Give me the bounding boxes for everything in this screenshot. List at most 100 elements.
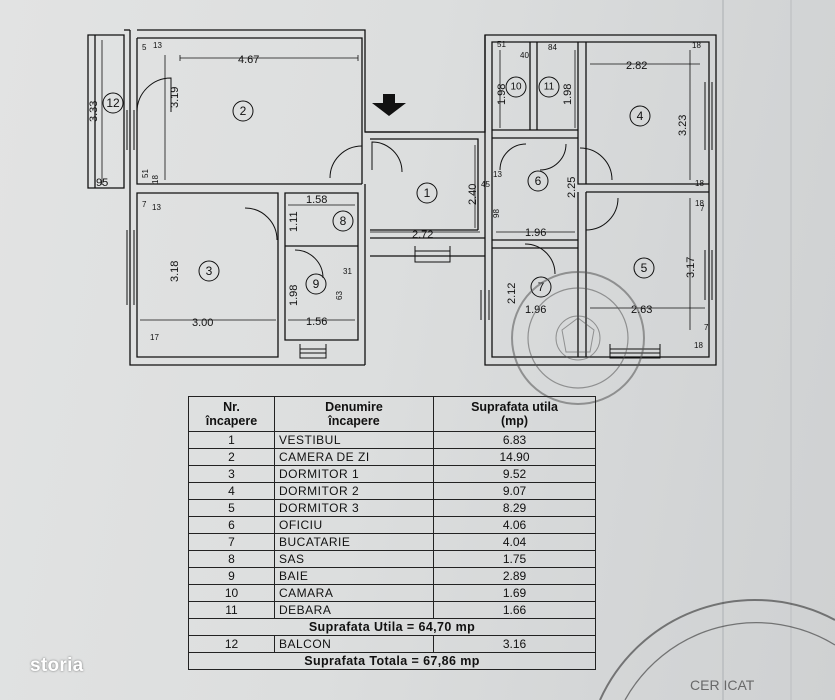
table-cell-nr: 4 bbox=[188, 482, 275, 500]
certification-stamp: CER ICAT bbox=[599, 598, 835, 700]
total-row: Suprafata Totala = 67,86 mp bbox=[188, 652, 596, 670]
table-cell-name: CAMERA DE ZI bbox=[274, 448, 434, 466]
table-cell-area: 9.52 bbox=[433, 465, 596, 483]
windows bbox=[126, 82, 713, 359]
table-cell-name: DEBARA bbox=[274, 601, 434, 619]
dimension-label: 1.56 bbox=[306, 316, 327, 328]
table-cell-name: BALCON bbox=[274, 635, 434, 653]
total-text: Suprafata Totala = 67,86 mp bbox=[188, 652, 596, 670]
table-cell-area: 14.90 bbox=[433, 448, 596, 466]
dimension-label: 3.33 bbox=[88, 101, 100, 122]
dimension-label: 95 bbox=[96, 177, 108, 189]
room-numbers: 1 2 3 4 5 6 7 8 9 10 11 12 bbox=[106, 82, 647, 295]
dimension-labels: 4.67 3.19 3.33 95 3.18 3.00 1.58 1.11 1.… bbox=[88, 54, 697, 329]
table-cell-nr: 9 bbox=[188, 567, 275, 585]
small-label: 84 bbox=[548, 43, 557, 52]
table-cell-nr: 11 bbox=[188, 601, 275, 619]
small-label: 51 bbox=[141, 169, 150, 178]
small-label: 18 bbox=[151, 175, 160, 184]
room-number: 8 bbox=[340, 214, 347, 228]
subtotal-row: Suprafata Utila = 64,70 mp bbox=[188, 618, 596, 636]
dimension-label: 3.00 bbox=[192, 317, 213, 329]
table-cell-area: 4.06 bbox=[433, 516, 596, 534]
dimension-label: 2.63 bbox=[631, 304, 652, 316]
dimension-label: 1.98 bbox=[288, 285, 300, 306]
room-markers bbox=[102, 76, 655, 298]
dimension-label: 1.96 bbox=[525, 227, 546, 239]
room-number: 12 bbox=[106, 96, 120, 110]
small-label: 17 bbox=[150, 333, 159, 342]
small-label: 63 bbox=[335, 291, 344, 300]
dimension-label: 1.98 bbox=[496, 84, 508, 105]
subtotal-text: Suprafata Utila = 64,70 mp bbox=[188, 618, 596, 636]
room-number: 4 bbox=[637, 109, 644, 123]
table-cell-nr: 2 bbox=[188, 448, 275, 466]
table-cell-name: BAIE bbox=[274, 567, 434, 585]
room-number: 10 bbox=[510, 82, 522, 93]
small-label: 98 bbox=[492, 209, 501, 218]
table-cell-area: 1.75 bbox=[433, 550, 596, 568]
room-number: 9 bbox=[313, 277, 320, 291]
small-label: 13 bbox=[493, 170, 502, 179]
room-number: 2 bbox=[240, 104, 247, 118]
small-label: 45 bbox=[481, 180, 490, 189]
table-cell-area: 2.89 bbox=[433, 567, 596, 585]
table-cell-name: DORMITOR 3 bbox=[274, 499, 434, 517]
small-label: 18 bbox=[695, 199, 704, 208]
room-number: 3 bbox=[206, 264, 213, 278]
dimension-label: 2.25 bbox=[566, 177, 578, 198]
small-label: 13 bbox=[152, 203, 161, 212]
table-cell-name: BUCATARIE bbox=[274, 533, 434, 551]
table-cell-name: OFICIU bbox=[274, 516, 434, 534]
table-cell-name: CAMARA bbox=[274, 584, 434, 602]
table-cell-nr: 8 bbox=[188, 550, 275, 568]
table-cell-area: 8.29 bbox=[433, 499, 596, 517]
dimension-label: 1.11 bbox=[288, 211, 300, 232]
cadastre-stamp bbox=[511, 271, 645, 405]
dimension-label: 1.58 bbox=[306, 194, 327, 206]
room-number: 11 bbox=[544, 82, 555, 93]
table-cell-nr: 12 bbox=[188, 635, 275, 653]
room-number: 5 bbox=[641, 261, 648, 275]
paper-fold bbox=[790, 0, 792, 700]
room-number: 7 bbox=[538, 280, 545, 294]
table-cell-area: 9.07 bbox=[433, 482, 596, 500]
stamp-text: CER ICAT bbox=[690, 677, 755, 693]
plan-walls bbox=[87, 29, 717, 366]
small-label: 51 bbox=[497, 40, 506, 49]
room-number: 1 bbox=[424, 186, 431, 200]
table-cell-name: DORMITOR 2 bbox=[274, 482, 434, 500]
table-cell-name: DORMITOR 1 bbox=[274, 465, 434, 483]
small-label: 13 bbox=[153, 41, 162, 50]
small-label: 40 bbox=[520, 51, 529, 60]
table-cell-area: 3.16 bbox=[433, 635, 596, 653]
room-number: 6 bbox=[535, 174, 542, 188]
small-label: 18 bbox=[694, 341, 703, 350]
table-cell-area: 1.66 bbox=[433, 601, 596, 619]
small-label: 31 bbox=[343, 267, 352, 276]
brand-logo: storia bbox=[30, 655, 84, 676]
table-cell-nr: 10 bbox=[188, 584, 275, 602]
dimension-label: 3.17 bbox=[685, 257, 697, 278]
table-cell-nr: 5 bbox=[188, 499, 275, 517]
doors bbox=[136, 77, 619, 279]
table-cell-nr: 7 bbox=[188, 533, 275, 551]
header-room-number: Nr.încapere bbox=[188, 396, 275, 432]
dimension-label: 2.12 bbox=[506, 283, 518, 304]
table-cell-name: VESTIBUL bbox=[274, 431, 434, 449]
entrance-arrow-icon bbox=[372, 94, 406, 116]
dimension-label: 3.19 bbox=[169, 87, 181, 108]
dimension-label: 2.40 bbox=[467, 184, 479, 205]
small-label: 7 bbox=[142, 200, 147, 209]
paper-fold bbox=[722, 0, 724, 700]
